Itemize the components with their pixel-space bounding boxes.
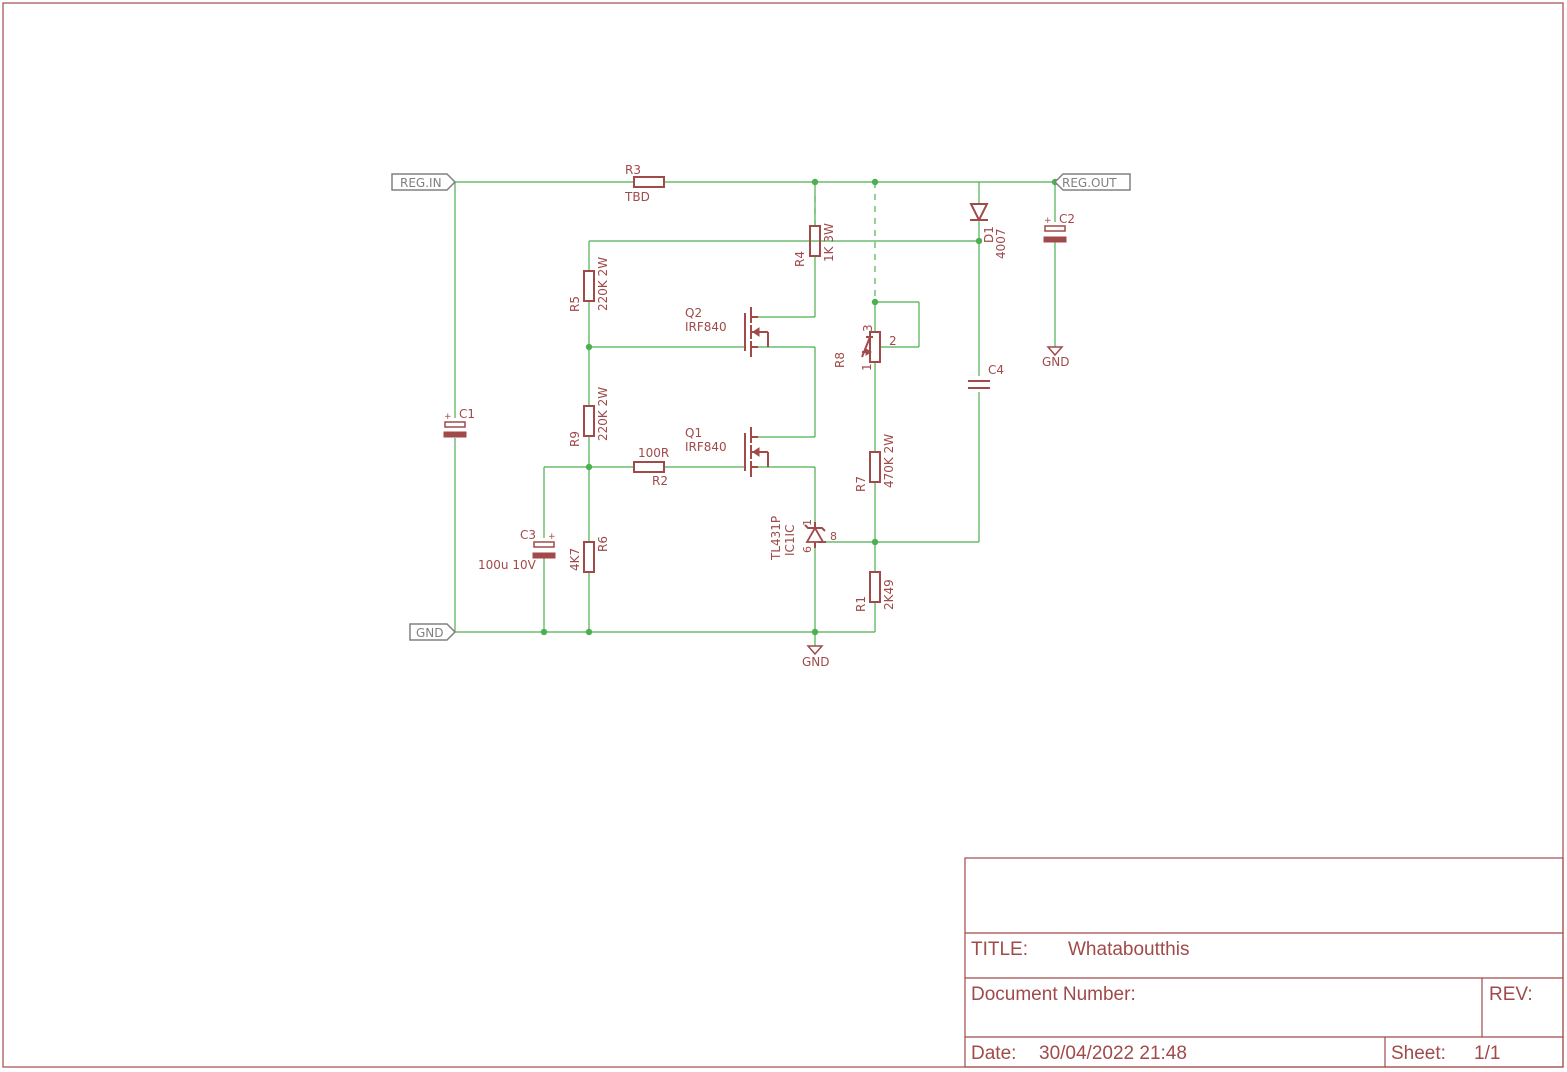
shunt-regulator-ic1[interactable]: TL431P IC1IC 1 6 8 (769, 516, 837, 561)
title-block: TITLE: Whataboutthis Document Number: RE… (964, 857, 1564, 1068)
capacitor-c3[interactable]: + C3 100u 10V (478, 528, 556, 572)
resistor-r9[interactable]: R9 220K 2W (568, 387, 610, 447)
capacitor-c2[interactable]: + C2 (1043, 212, 1075, 243)
r4-value: 1K 3W (822, 223, 836, 262)
resistor-r7[interactable]: R7 470K 2W (854, 434, 896, 492)
ic1-pin6: 6 (801, 546, 814, 553)
gnd-symbol-c2: GND (1042, 346, 1070, 369)
r8-ref: R8 (833, 352, 847, 368)
port-reg-out[interactable]: REG.OUT (1053, 173, 1131, 191)
resistor-r2[interactable]: 100R R2 (633, 446, 669, 488)
sheet-label: Sheet: (1391, 1043, 1446, 1064)
q2-value: IRF840 (685, 320, 727, 334)
q1-value: IRF840 (685, 440, 727, 454)
port-reg-in-label: REG.IN (400, 176, 442, 190)
mosfet-q1[interactable]: Q1 IRF840 (685, 426, 769, 477)
capacitor-c1[interactable]: + C1 (443, 407, 475, 438)
r7-value: 470K 2W (882, 434, 896, 488)
rev-label: REV: (1489, 984, 1533, 1005)
wires (454, 181, 1056, 646)
r8-pin1: 1 (860, 363, 874, 371)
c1-ref: C1 (459, 407, 475, 421)
c2-ref: C2 (1059, 212, 1075, 226)
r2-ref: R2 (652, 474, 668, 488)
q2-ref: Q2 (685, 306, 702, 320)
d1-ref: D1 (982, 226, 996, 243)
r5-ref: R5 (568, 296, 582, 312)
r5-value: 220K 2W (596, 257, 610, 311)
c2-plus: + (1044, 216, 1052, 226)
r6-value: 4K7 (568, 548, 582, 571)
c3-plus: + (548, 532, 556, 542)
r4-ref: R4 (793, 251, 807, 267)
r2-value: 100R (638, 446, 669, 460)
junction-dots (540, 178, 1059, 636)
r6-ref: R6 (596, 536, 610, 552)
port-reg-out-label: REG.OUT (1062, 176, 1117, 190)
gnd-symbol-main: GND (802, 645, 830, 669)
resistor-r6[interactable]: 4K7 R6 (568, 536, 610, 573)
ic1-pin1: 1 (801, 519, 814, 526)
date-value: 30/04/2022 21:48 (1039, 1043, 1187, 1064)
port-reg-in[interactable]: REG.IN (391, 173, 457, 191)
port-gnd[interactable]: GND (409, 623, 457, 641)
capacitor-c4[interactable]: C4 (968, 363, 1004, 389)
mosfet-q2[interactable]: Q2 IRF840 (685, 306, 769, 357)
r7-ref: R7 (854, 476, 868, 492)
title-label: TITLE: (971, 939, 1028, 960)
resistor-r5[interactable]: R5 220K 2W (568, 257, 610, 312)
docnum-label: Document Number: (971, 984, 1136, 1005)
d1-value: 4007 (994, 228, 1008, 259)
r9-value: 220K 2W (596, 387, 610, 441)
title-value: Whataboutthis (1068, 939, 1189, 960)
r8-pin2: 2 (889, 334, 897, 348)
r3-ref: R3 (625, 163, 641, 177)
r9-ref: R9 (568, 431, 582, 447)
c4-ref: C4 (988, 363, 1004, 377)
resistor-r1[interactable]: R1 2K49 (854, 571, 896, 612)
gnd-symbol-main-label: GND (802, 655, 830, 669)
ic1-pin8: 8 (830, 530, 837, 543)
trimmer-r8[interactable]: R8 1 2 3 (833, 324, 897, 371)
port-gnd-label: GND (416, 626, 444, 640)
sheet-value: 1/1 (1474, 1043, 1500, 1064)
r3-value: TBD (624, 190, 650, 204)
r1-value: 2K49 (882, 579, 896, 610)
r1-ref: R1 (854, 596, 868, 612)
ic1-value: TL431P (769, 516, 783, 561)
resistor-r4[interactable]: R4 1K 3W (793, 223, 836, 267)
ic1-ref: IC1IC (783, 525, 797, 556)
c1-plus: + (444, 412, 452, 422)
c3-value: 100u 10V (478, 558, 537, 572)
diode-d1[interactable]: D1 4007 (969, 203, 1008, 259)
r8-pin3: 3 (861, 324, 875, 332)
date-label: Date: (971, 1043, 1016, 1064)
c3-ref: C3 (520, 528, 536, 542)
resistor-r3[interactable]: R3 TBD (624, 163, 665, 204)
gnd-symbol-c2-label: GND (1042, 355, 1070, 369)
q1-ref: Q1 (685, 426, 702, 440)
